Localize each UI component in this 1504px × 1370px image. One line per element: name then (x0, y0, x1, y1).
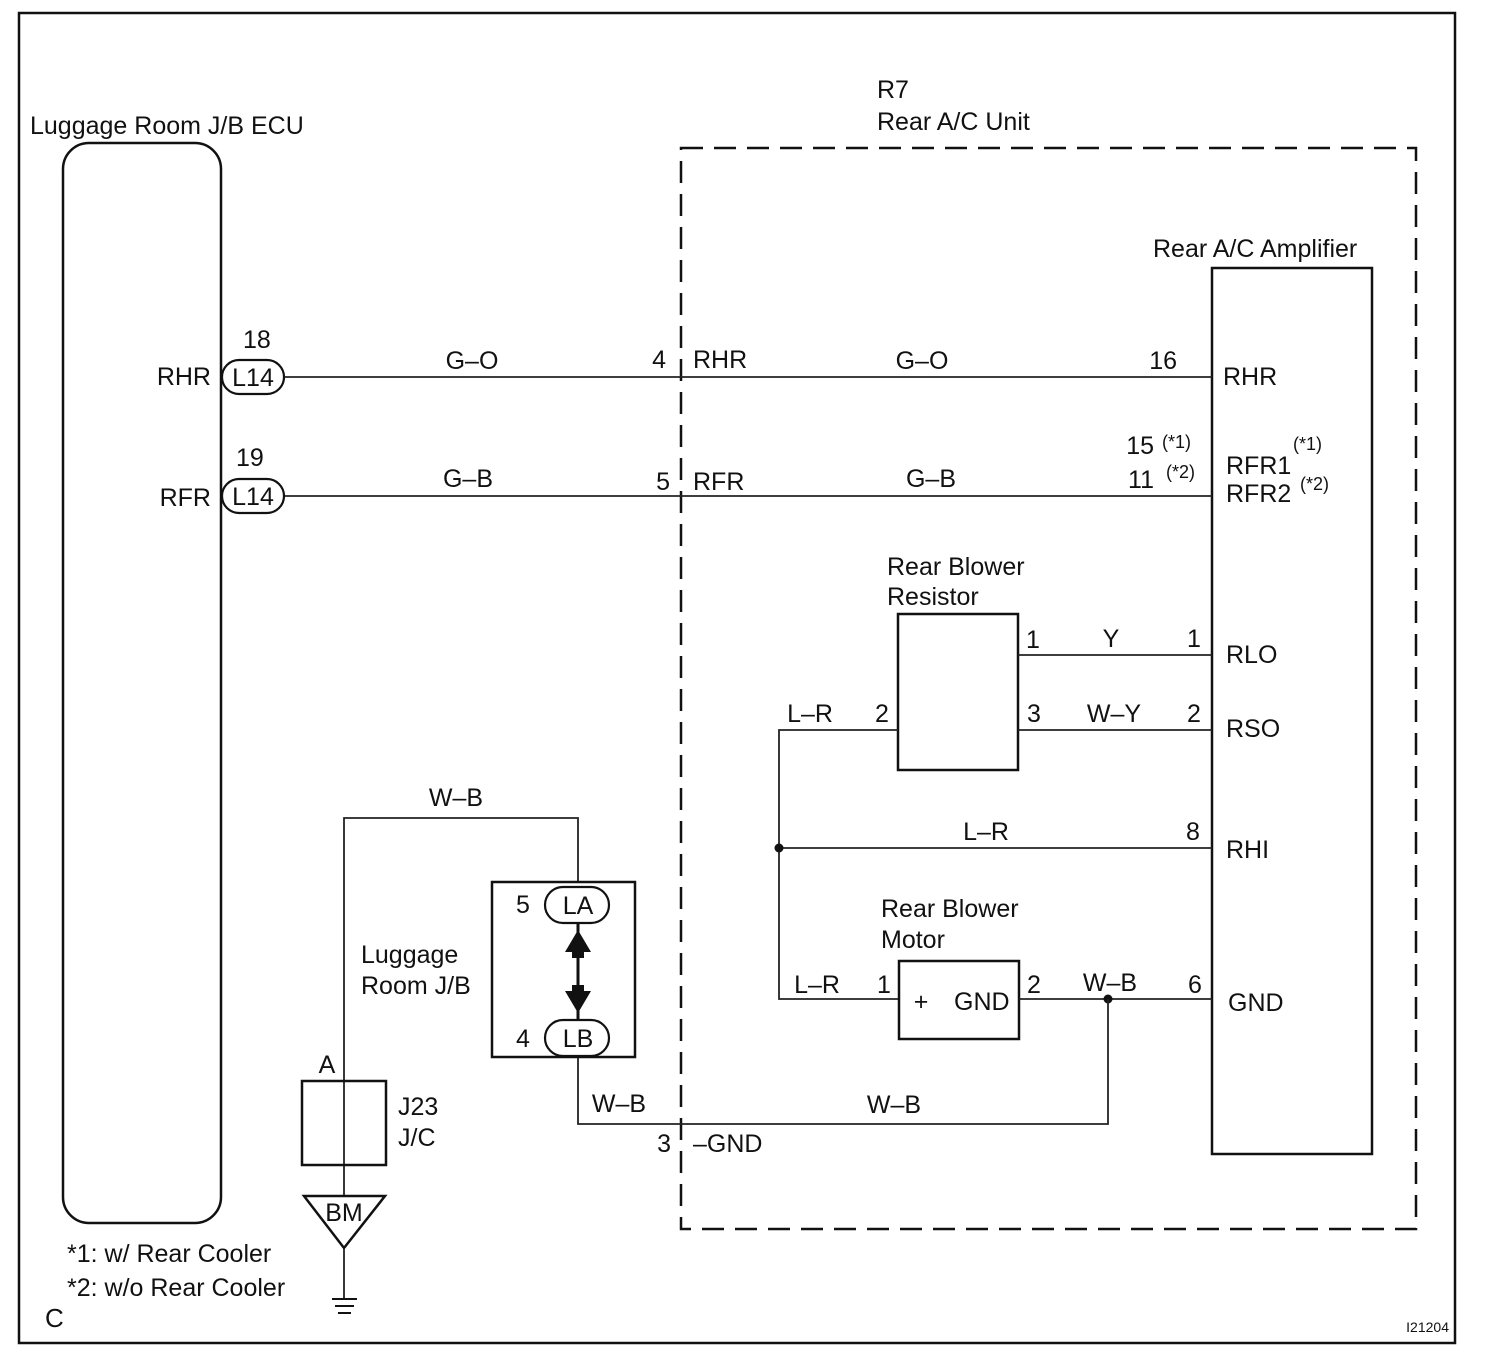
resistor-title-2: Resistor (887, 583, 979, 611)
amp-pin-gnd: 6 (1188, 971, 1202, 999)
resistor-pin1: 1 (1026, 626, 1040, 654)
jc-box (300, 1079, 388, 1167)
amp-pin-rhi: 8 (1186, 818, 1200, 846)
unit-pin-gnd: 3 (657, 1130, 671, 1158)
note-1: *1: w/ Rear Cooler (67, 1240, 271, 1268)
motor-box (897, 959, 1021, 1041)
wire-label-jb-top: W–B (429, 784, 483, 812)
amp-pin-rfr1-note: (*1) (1162, 432, 1191, 452)
unit-label-gnd: –GND (693, 1130, 762, 1158)
wire-label-res-pin2: L–R (787, 700, 833, 728)
wire-label-jb-bottom-left: W–B (592, 1090, 646, 1118)
wire-label-rhi: L–R (963, 818, 1009, 846)
ecu-rfr-label: RFR (160, 484, 211, 512)
amp-pin-rfr2-note: (*2) (1166, 462, 1195, 482)
motor-title-1: Rear Blower (881, 895, 1019, 923)
jc-pin: A (319, 1051, 336, 1079)
wire-lr-network (778, 729, 898, 1000)
ecu-rhr-pin: 18 (243, 326, 271, 354)
motor-plus: + (914, 988, 929, 1016)
unit-code: R7 (877, 76, 909, 104)
resistor-title-1: Rear Blower (887, 553, 1025, 581)
amp-term-rso: RSO (1226, 715, 1280, 743)
resistor-box (896, 612, 1020, 772)
amp-term-rhi: RHI (1226, 836, 1269, 864)
wire-label-motor-gnd: W–B (1083, 969, 1137, 997)
jc-label-1: J23 (398, 1093, 438, 1121)
amplifier-box (1210, 266, 1374, 1156)
ecu-rhr-label: RHR (157, 363, 211, 391)
unit-pin-rhr: 4 (652, 346, 666, 374)
amplifier-title: Rear A/C Amplifier (1153, 235, 1357, 263)
wire-ground-return (577, 999, 1109, 1125)
unit-label-rhr: RHR (693, 346, 747, 374)
wire-label-rhr-right: G–O (896, 347, 949, 375)
amp-term-rhr: RHR (1223, 363, 1277, 391)
wire-label-rfr-right: G–B (906, 465, 956, 493)
note-2: *2: w/o Rear Cooler (67, 1274, 285, 1302)
ground-point-label: BM (325, 1199, 363, 1227)
wire-label-rlo: Y (1103, 625, 1120, 653)
unit-label-rfr: RFR (693, 468, 744, 496)
ground-point-triangle (301, 1194, 388, 1251)
amp-term-rfr2: RFR2 (1226, 480, 1291, 508)
wire-jb-top (343, 817, 579, 1195)
wire-label-jb-bottom-right: W–B (867, 1091, 921, 1119)
amp-term-rfr2-note: (*2) (1300, 474, 1329, 494)
connector-la-code: LA (563, 892, 594, 920)
ground-symbol-icon (332, 1298, 357, 1314)
luggage-jb-pin-bottom: 4 (516, 1025, 530, 1053)
wire-label-motor-pin1: L–R (794, 971, 840, 999)
amp-term-rlo: RLO (1226, 641, 1277, 669)
amp-pin-rlo: 1 (1187, 625, 1201, 653)
unit-pin-rfr: 5 (656, 468, 670, 496)
motor-title-2: Motor (881, 926, 945, 954)
jc-label-2: J/C (398, 1124, 436, 1152)
ecu-rfr-connector (220, 477, 286, 515)
ecu-rfr-connector-code: L14 (232, 483, 274, 511)
resistor-pin3: 3 (1027, 700, 1041, 728)
unit-name: Rear A/C Unit (877, 108, 1030, 136)
luggage-jb-pin-top: 5 (516, 891, 530, 919)
wire-label-rhr-left: G–O (446, 347, 499, 375)
amp-term-rfr1-note: (*1) (1293, 434, 1322, 454)
amp-term-gnd: GND (1228, 989, 1284, 1017)
diagram-frame (17, 11, 1457, 1345)
luggage-jb-label-2: Room J/B (361, 972, 471, 1000)
resistor-pin2: 2 (875, 700, 889, 728)
ecu-title: Luggage Room J/B ECU (30, 112, 304, 140)
wire-label-rfr-left: G–B (443, 465, 493, 493)
link-arrow-up-icon (565, 930, 591, 958)
amp-pin-rfr1: 15 (1126, 432, 1154, 460)
ecu-box (61, 141, 223, 1225)
ecu-rfr-pin: 19 (236, 444, 264, 472)
amp-pin-rso: 2 (1187, 700, 1201, 728)
connector-lb-code: LB (563, 1025, 594, 1053)
amp-term-rfr1: RFR1 (1226, 452, 1291, 480)
ecu-rhr-connector (220, 358, 286, 396)
motor-pin2: 2 (1027, 971, 1041, 999)
amp-pin-rhr: 16 (1149, 347, 1177, 375)
motor-gnd-label: GND (954, 988, 1010, 1016)
splice-lr (774, 843, 784, 853)
luggage-jb-label-1: Luggage (361, 941, 458, 969)
motor-pin1: 1 (877, 971, 891, 999)
rear-ac-unit-boundary (679, 146, 1418, 1231)
ecu-rhr-connector-code: L14 (232, 364, 274, 392)
figure-code: I21204 (1406, 1319, 1449, 1335)
amp-pin-rfr2: 11 (1128, 466, 1154, 494)
wire-label-rso: W–Y (1087, 700, 1142, 728)
link-arrow-down-icon (565, 985, 591, 1013)
corner-letter: C (45, 1303, 64, 1333)
